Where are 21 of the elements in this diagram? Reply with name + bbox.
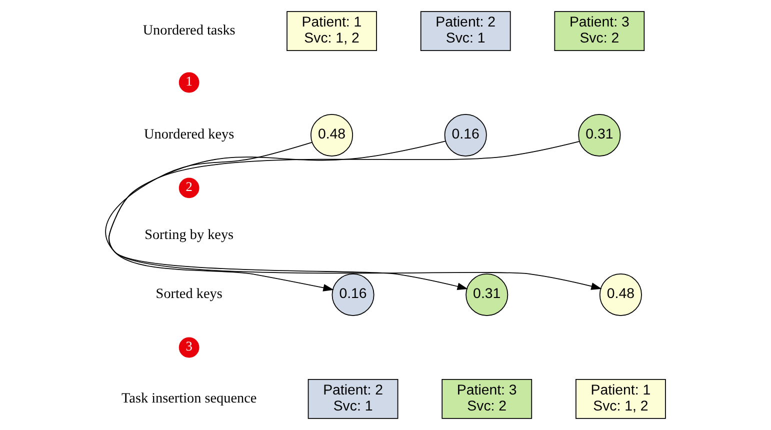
node-circle: 0.31 [578, 114, 621, 156]
node-box: Patient: 3 Svc: 2 [554, 11, 645, 52]
node-circle: 0.16 [444, 114, 487, 156]
node-circle: 0.31 [466, 274, 508, 316]
node-circle: 0.16 [332, 274, 374, 316]
node-box: Patient: 2 Svc: 1 [308, 378, 398, 419]
node-box: Patient: 1 Svc: 1, 2 [286, 11, 377, 52]
node-circle: 0.48 [599, 274, 642, 316]
node-circle: 1 [178, 72, 200, 93]
label: Unordered keys [144, 126, 234, 143]
label: Sorted keys [156, 286, 222, 302]
node-circle: 2 [178, 178, 200, 198]
label: Task insertion sequence [121, 390, 257, 406]
node-circle: 3 [178, 337, 200, 358]
label: Unordered tasks [142, 22, 236, 38]
node-box: Patient: 3 Svc: 2 [442, 378, 532, 419]
arrow [108, 140, 446, 292]
node-circle: 0.48 [310, 114, 354, 156]
node-box: Patient: 2 Svc: 1 [420, 11, 511, 52]
label: Sorting by keys [144, 227, 234, 244]
node-box: Patient: 1 Svc: 1, 2 [576, 378, 666, 419]
